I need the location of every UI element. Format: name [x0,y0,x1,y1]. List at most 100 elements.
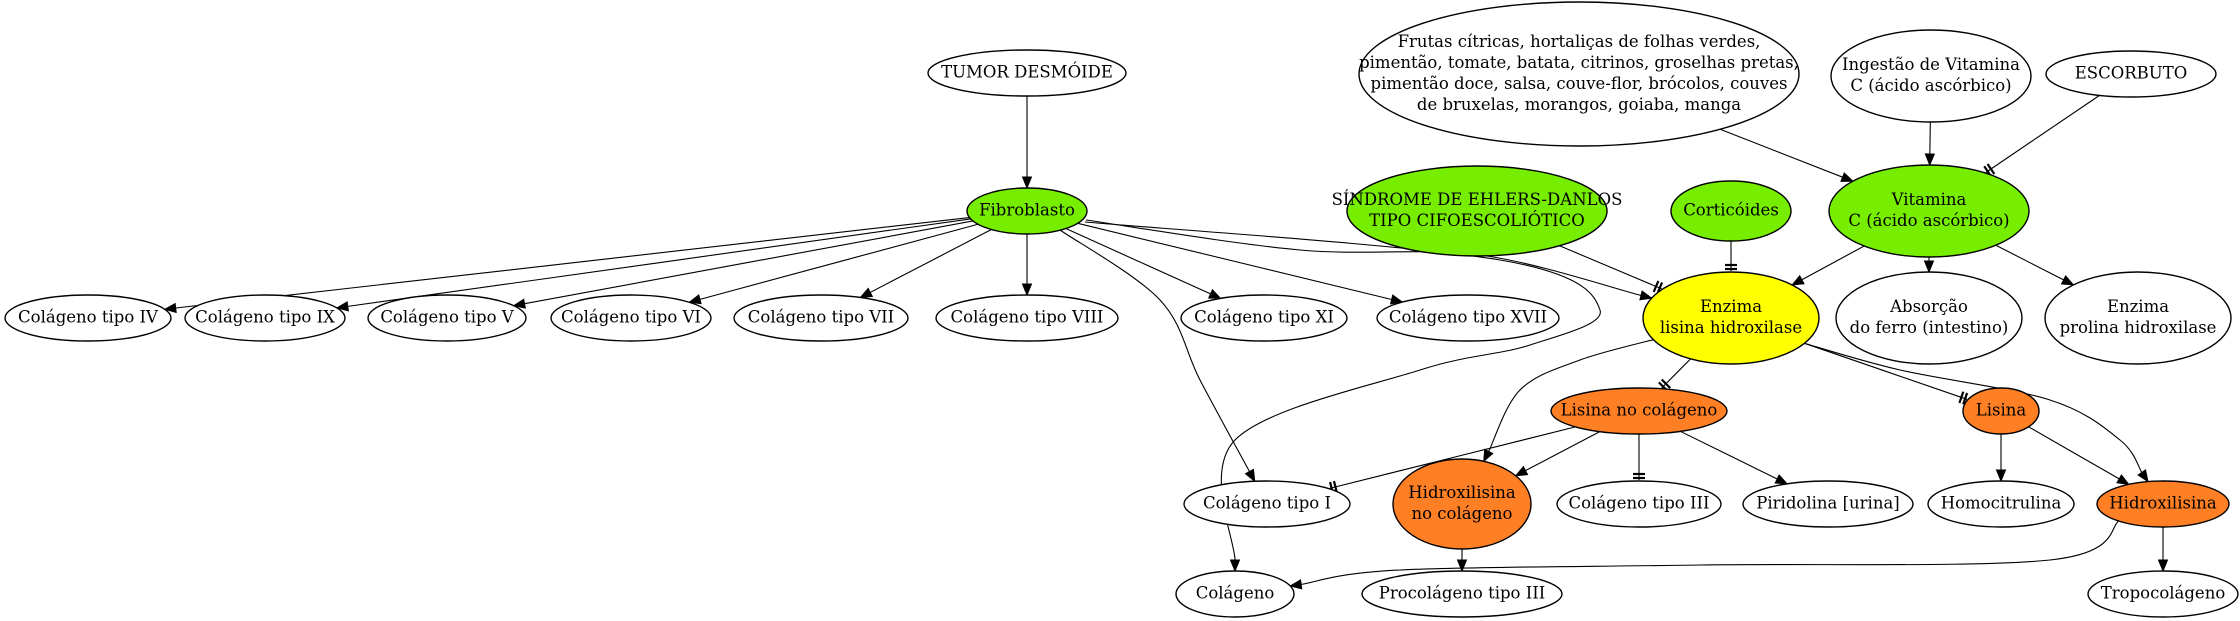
node-hidroxilisina: Hidroxilisina [2096,480,2230,528]
node-label: Absorção [1889,297,1968,316]
edge-line [1801,245,1865,281]
edge-line [1985,94,2100,173]
node-col-iii: Colágeno tipo III [1556,480,1722,528]
arrowhead [1774,474,1789,485]
node-label: C (ácido ascórbico) [1850,76,2011,95]
node-label: TIPO CIFOESCOLIÓTICO [1369,210,1585,230]
node-label: Colágeno tipo V [380,308,514,327]
arrowhead [512,298,526,309]
edge-enzima-lh-to-hidrox-col [1483,337,1661,463]
node-enzima-lh: Enzima lisina hidroxilase [1642,271,1820,365]
node-label: lisina hidroxilase [1660,318,1802,337]
node-shape [2087,570,2239,618]
arrowhead [2060,275,2075,286]
node-col-viii: Colágeno tipo VIII [935,294,1119,342]
arrowhead [859,287,874,299]
edge-line [347,218,971,307]
edge-lisina-col-to-hidrox-col [1514,431,1601,477]
node-label: Procolágeno tipo III [1379,584,1546,603]
edge-vitamina-to-absorcao [1923,257,1935,274]
node-label: Ingestão de Vitamina [1842,55,2020,74]
node-col-iv: Colágeno tipo IV [4,294,172,342]
node-homocitrulina: Homocitrulina [1927,480,2075,528]
arrowhead [335,301,350,312]
node-label: Enzima [1700,297,1762,316]
edge-fibroblasto-to-col-vi [688,223,979,305]
node-label: Homocitrulina [1941,494,2062,513]
node-label: Vitamina [1891,190,1967,209]
edge-line [1995,244,2064,281]
edge-line [699,223,979,300]
node-label: Colágeno tipo IX [195,308,335,327]
node-shape [184,294,346,342]
arrowhead [1923,260,1935,274]
edge-line [1059,229,1250,472]
arrowhead [1514,465,1529,477]
node-label: Tropocolágeno [2101,584,2226,603]
edge-line [1488,337,1661,452]
node-label: pimentão, tomate, batata, citrinos, gros… [1359,53,1799,72]
edge-fibroblasto-to-colageno [1084,221,1601,573]
node-shape [1183,480,1351,528]
node-shape [1556,480,1722,528]
edge-hidroxilisina-to-tropocolageno [2157,526,2169,573]
edge-line [1680,430,1778,480]
node-shape [1642,271,1820,365]
node-label: Colágeno tipo IV [18,308,159,327]
arrowhead [2137,469,2149,483]
edge-line [1525,431,1601,472]
node-label: Hidroxilisina [1408,483,1516,502]
node-shape [367,294,527,342]
edge-line [524,220,974,305]
edge-enzima-lh-to-lisina-col [1658,358,1691,392]
arrowhead [688,294,702,305]
node-shape [550,294,712,342]
edge-line [1559,245,1662,290]
node-shape [1175,570,1295,618]
edge-ingestao-to-vitamina [1924,121,1936,167]
node-label: Colágeno tipo VI [561,308,701,327]
arrowhead [1288,579,1303,590]
arrowhead [1639,290,1653,301]
tee-bar [1652,280,1660,293]
node-lisina-col: Lisina no colágeno [1550,387,1728,435]
edge-lisina-col-to-col-iii [1633,434,1645,481]
arrowhead [1207,288,1222,299]
node-label: Enzima [2107,297,2169,316]
edge-fibroblasto-to-col-i [1059,229,1256,483]
node-label: Piridolina [urina] [1756,494,1899,513]
arrowhead [1483,448,1494,463]
node-label: Colágeno tipo VII [748,308,894,327]
edge-line [1084,221,1601,561]
edge-fibroblasto-to-col-xvii [1077,222,1404,305]
node-label: Colágeno tipo XVII [1389,308,1547,327]
node-label: Colágeno tipo XI [1194,308,1334,327]
arrowhead [2116,474,2130,485]
edge-tumor-to-fibroblasto [1021,96,1033,190]
node-shape [1358,1,1800,147]
node-fibroblasto: Fibroblasto [966,187,1088,235]
arrowhead [1791,274,1805,286]
edge-line [1329,426,1576,489]
arrowhead [1021,283,1033,297]
node-label: do ferro (intestino) [1850,318,2009,337]
node-label: Frutas cítricas, hortaliças de folhas ve… [1398,32,1761,51]
node-label: Lisina [1976,401,2027,420]
edge-line [1804,342,1968,400]
node-shape [1962,387,2040,435]
node-label: prolina hidroxilase [2060,318,2217,337]
node-label: Lisina no colágeno [1561,401,1718,420]
node-shape [1346,165,1608,257]
tee-bar [1962,392,1969,405]
node-shape [2045,50,2217,98]
node-shape [966,187,1088,235]
node-corticoides: Corticóides [1670,180,1792,242]
arrowhead [1229,559,1241,573]
edge-lisina-col-to-piridolina [1680,430,1789,485]
node-tumor: TUMOR DESMÓIDE [927,49,1127,97]
node-colageno: Colágeno [1175,570,1295,618]
node-col-vi: Colágeno tipo VI [550,294,712,342]
